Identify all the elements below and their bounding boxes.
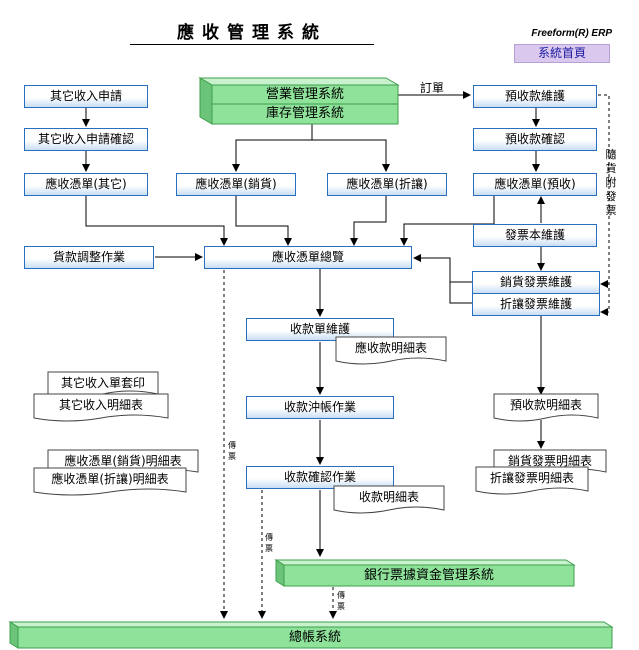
- doc-label: 其它收入明細表: [58, 398, 143, 412]
- doc-label: 應收款明細表: [354, 341, 427, 355]
- edge-label-with-goods-invoice: 隨貨附發票: [605, 148, 617, 217]
- document-shape: [333, 485, 445, 514]
- doc-prepaid-detail[interactable]: 預收款明細表: [493, 393, 599, 422]
- page-title: 應收管理系統: [130, 22, 374, 45]
- doc-other-income-detail[interactable]: 其它收入明細表: [33, 393, 169, 422]
- system-bank-label: 銀行票據資金管理系統: [363, 568, 494, 583]
- system-general-ledger[interactable]: 總帳系統: [8, 621, 614, 649]
- edge-discount-invoice-to-overview: [449, 282, 472, 304]
- home-button[interactable]: 系統首頁: [514, 44, 610, 63]
- node-ar-voucher-sales[interactable]: 應收憑單(銷貨): [176, 173, 296, 196]
- doc-label: 收款明細表: [358, 490, 419, 504]
- doc-label: 銷貨發票明細表: [507, 454, 592, 468]
- system-sales-inventory[interactable]: 營業管理系統 庫存管理系統: [198, 77, 400, 125]
- system-inventory-label: 庫存管理系統: [265, 106, 344, 121]
- node-invoice-book-maint[interactable]: 發票本維護: [473, 224, 597, 247]
- document-shape: [493, 393, 599, 422]
- node-prepaid-maint[interactable]: 預收款維護: [473, 85, 597, 108]
- node-ar-voucher-prepaid[interactable]: 應收憑單(預收): [473, 173, 597, 196]
- document-shape: [335, 336, 447, 365]
- doc-label: 應收憑單(折讓)明細表: [51, 472, 169, 486]
- doc-discount-invoice-detail[interactable]: 折讓發票明細表: [475, 466, 589, 495]
- edge-invoices-to-overview: [413, 254, 472, 283]
- node-receipt-confirm[interactable]: 收款確認作業: [246, 466, 394, 489]
- edge-label-transfer-3: 傳票: [337, 591, 345, 611]
- system-gl-label: 總帳系統: [288, 630, 341, 645]
- node-discount-invoice-maint[interactable]: 折讓發票維護: [472, 293, 600, 316]
- node-other-income-apply[interactable]: 其它收入申請: [24, 85, 148, 108]
- doc-ar-receipt-detail[interactable]: 應收款明細表: [335, 336, 447, 365]
- edge-system-to-discount: [312, 139, 390, 172]
- brand-label: Freeform(R) ERP: [531, 28, 612, 39]
- node-ar-voucher-other[interactable]: 應收憑單(其它): [24, 173, 148, 196]
- system-block-shape: [8, 621, 614, 649]
- node-ar-voucher-overview[interactable]: 應收憑單總覽: [204, 246, 412, 269]
- doc-ar-voucher-discount-detail[interactable]: 應收憑單(折讓)明細表: [33, 467, 187, 496]
- node-receipt-offset[interactable]: 收款沖帳作業: [246, 396, 394, 419]
- node-prepaid-confirm[interactable]: 預收款確認: [473, 128, 597, 151]
- document-shape: [33, 467, 187, 496]
- system-block-shape: [274, 559, 576, 587]
- system-sales-label: 營業管理系統: [265, 87, 344, 102]
- edge-label-order: 訂單: [420, 81, 445, 95]
- doc-label: 其它收入單套印: [60, 376, 145, 390]
- edge-label-transfer-2: 傳票: [265, 533, 273, 553]
- node-ar-voucher-discount[interactable]: 應收憑單(折讓): [327, 173, 447, 196]
- edge-sales-to-overview: [235, 195, 292, 246]
- document-shape: [475, 466, 589, 495]
- system-block-shape: [198, 77, 400, 125]
- node-receipt-maint[interactable]: 收款單維護: [246, 318, 394, 341]
- edge-system-to-vouchers: [232, 124, 313, 172]
- system-bank-funds[interactable]: 銀行票據資金管理系統: [274, 559, 576, 587]
- edge-prepaid-voucher-to-overview: [400, 195, 495, 246]
- document-shape: [33, 393, 169, 422]
- doc-label: 預收款明細表: [509, 398, 582, 412]
- edge-label-transfer-1: 傳票: [228, 441, 236, 461]
- node-payment-adjust[interactable]: 貨款調整作業: [24, 246, 154, 269]
- doc-label: 折讓發票明細表: [489, 471, 574, 485]
- doc-other-income-print[interactable]: 其它收入單套印: [47, 371, 159, 398]
- doc-receipt-detail[interactable]: 收款明細表: [333, 485, 445, 514]
- edge-discount-to-overview: [350, 195, 387, 246]
- node-sales-invoice-maint[interactable]: 銷貨發票維護: [472, 271, 600, 294]
- node-other-income-confirm[interactable]: 其它收入申請確認: [24, 128, 148, 151]
- doc-label: 應收憑單(銷貨)明細表: [64, 454, 182, 468]
- edge-other-to-overview: [85, 195, 228, 246]
